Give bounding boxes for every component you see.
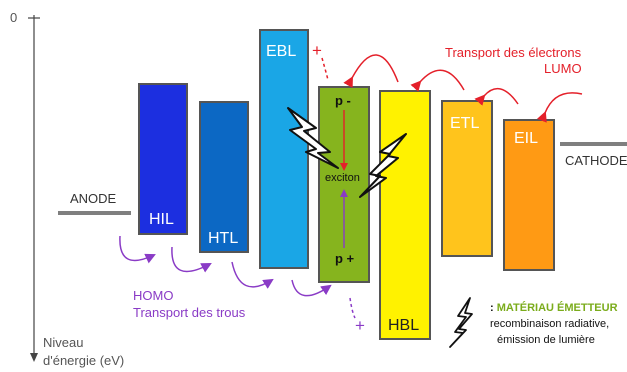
axis-zero-label: 0 (10, 10, 17, 25)
hole-charge-label: p + (335, 251, 355, 266)
emitter-charges: p - exciton p + (325, 93, 360, 266)
layer-eil-label: EIL (514, 130, 538, 147)
axis-label-line2: d'énergie (eV) (43, 353, 124, 368)
layer-ebl (259, 29, 309, 269)
layer-etl-label: ETL (450, 115, 479, 132)
electron-plus-symbol: + (312, 41, 322, 60)
layer-htl (199, 101, 249, 253)
hole-plus-symbol: + (355, 316, 365, 335)
layer-hbl-label: HBL (388, 317, 419, 334)
lightning-right-icon (359, 133, 407, 198)
electron-transport-arrows (321, 54, 583, 123)
hole-arrow-1 (119, 235, 156, 264)
axis-arrow-icon (30, 353, 38, 362)
hole-arrow-2 (171, 246, 212, 273)
hole-arrowhead-icon (340, 189, 348, 197)
layer-htl-label: HTL (208, 230, 238, 247)
electron-transport-label: Transport des électrons (445, 45, 582, 60)
electron-arrow-2 (474, 87, 519, 106)
emitter-legend: : MATÉRIAU ÉMETTEUR recombinaison radiat… (449, 297, 618, 348)
hole-dashed-arrow (349, 297, 356, 319)
electron-arrowhead-icon (340, 163, 348, 171)
layers: HIL HTL EBL HBL ETL EIL (138, 29, 555, 340)
axis-label-line1: Niveau (43, 335, 83, 350)
hole-transport-arrows (119, 235, 356, 319)
layer-hbl (379, 90, 431, 340)
cathode: CATHODE (560, 142, 627, 168)
electron-arrow-3 (410, 69, 465, 92)
legend-line2: émission de lumière (497, 334, 595, 346)
legend-title-text: MATÉRIAU ÉMETTEUR (497, 301, 618, 314)
anode-label: ANODE (70, 191, 117, 206)
electron-arrow-4 (343, 54, 399, 88)
lumo-label: LUMO (544, 61, 582, 76)
layer-etl (441, 100, 493, 257)
legend-line1: recombinaison radiative, (490, 318, 609, 330)
legend-title: : MATÉRIAU ÉMETTEUR (490, 301, 618, 314)
legend-lightning-icon (449, 297, 473, 348)
hole-transport-label: Transport des trous (133, 305, 246, 320)
electron-charge-label: p - (335, 93, 351, 108)
layer-hil-label: HIL (149, 211, 174, 228)
hole-arrow-4 (291, 279, 332, 297)
layer-eil (503, 119, 555, 271)
cathode-label: CATHODE (565, 153, 627, 168)
electron-dashed-arrow (321, 57, 329, 81)
exciton-label: exciton (325, 172, 360, 184)
layer-ebl-label: EBL (266, 43, 296, 60)
layer-hil (138, 83, 188, 235)
energy-axis: 0 Niveau d'énergie (eV) (10, 10, 124, 368)
anode: ANODE (58, 191, 131, 215)
lightning-left-icon (287, 107, 339, 169)
homo-label: HOMO (133, 288, 173, 303)
electron-arrow-1 (537, 92, 583, 123)
hole-arrow-3 (231, 261, 274, 289)
